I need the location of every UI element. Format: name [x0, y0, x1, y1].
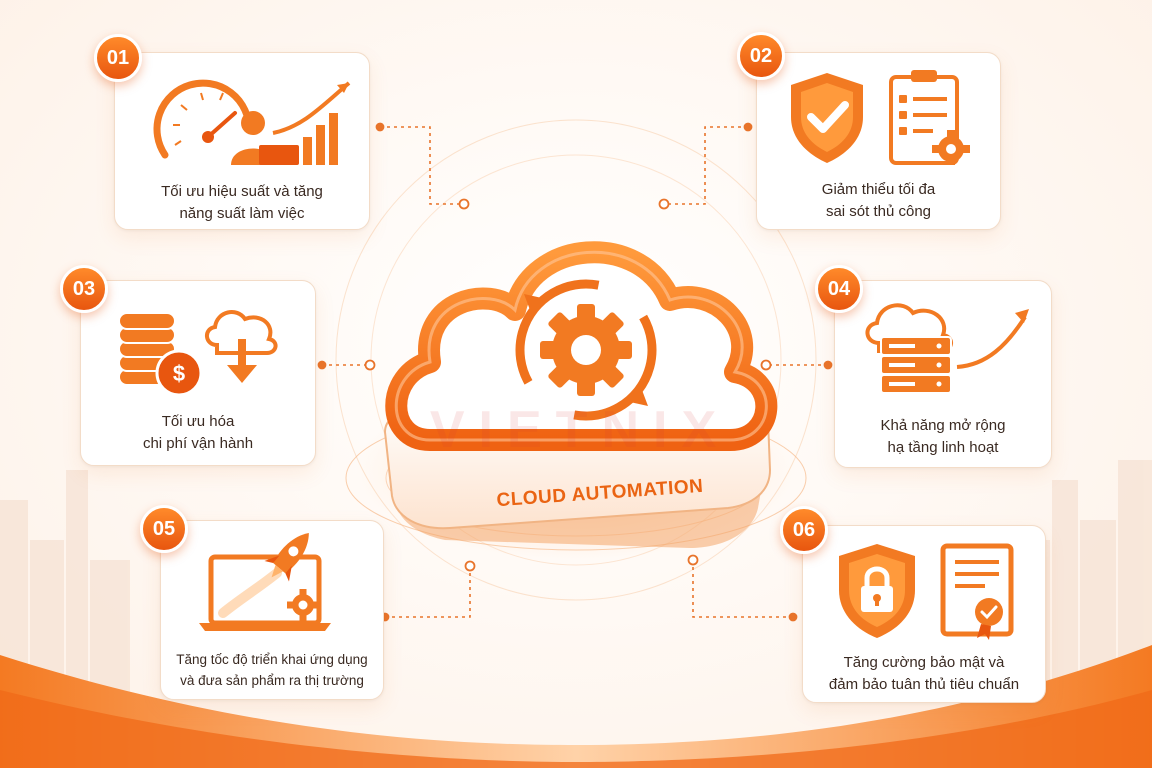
benefit-badge-05: 05 [140, 505, 188, 553]
shield-checklist-icon [791, 70, 970, 165]
connector-dots [317, 122, 833, 622]
watermark: VIETNIX [429, 401, 731, 459]
benefit-label: Tăng tốc độ triển khai ứng dụng và đưa s… [176, 652, 368, 688]
benefit-card-01: Tối ưu hiệu suất và tăng năng suất làm v… [114, 52, 370, 230]
benefit-card-05: Tăng tốc độ triển khai ứng dụng và đưa s… [160, 520, 384, 700]
benefit-label: Khả năng mở rộng hạ tầng linh hoạt [880, 417, 1006, 456]
benefit-label: Tối ưu hóa chi phí vận hành [142, 413, 254, 452]
svg-text:$: $ [173, 361, 185, 386]
benefit-badge-01: 01 [94, 34, 142, 82]
benefit-card-04: Khả năng mở rộng hạ tầng linh hoạt [834, 280, 1052, 468]
benefit-label: Tối ưu hiệu suất và tăng năng suất làm v… [161, 183, 323, 222]
speedometer-user-growth-icon [153, 79, 351, 165]
benefit-card-03: $ Tối ưu hóa chi phí vận hành [80, 280, 316, 466]
benefit-card-02: Giảm thiểu tối đa sai sót thủ công [756, 52, 1001, 230]
coins-cloud-download-icon: $ [118, 310, 278, 395]
bottom-wave [0, 645, 1152, 768]
benefit-badge-03: 03 [60, 265, 108, 313]
laptop-rocket-icon [199, 532, 331, 631]
benefit-badge-06: 06 [780, 506, 828, 554]
lock-shield-certificate-icon [839, 543, 1014, 640]
benefit-label: Tăng cường bảo mật và đảm bảo tuân thủ t… [828, 654, 1020, 693]
server-cloud-growth-icon [865, 303, 1029, 394]
benefit-label: Giảm thiểu tối đa sai sót thủ công [821, 181, 936, 220]
benefit-badge-02: 02 [737, 32, 785, 80]
connectors [322, 126, 828, 618]
benefit-card-06: Tăng cường bảo mật và đảm bảo tuân thủ t… [802, 525, 1046, 703]
benefit-badge-04: 04 [815, 265, 863, 313]
